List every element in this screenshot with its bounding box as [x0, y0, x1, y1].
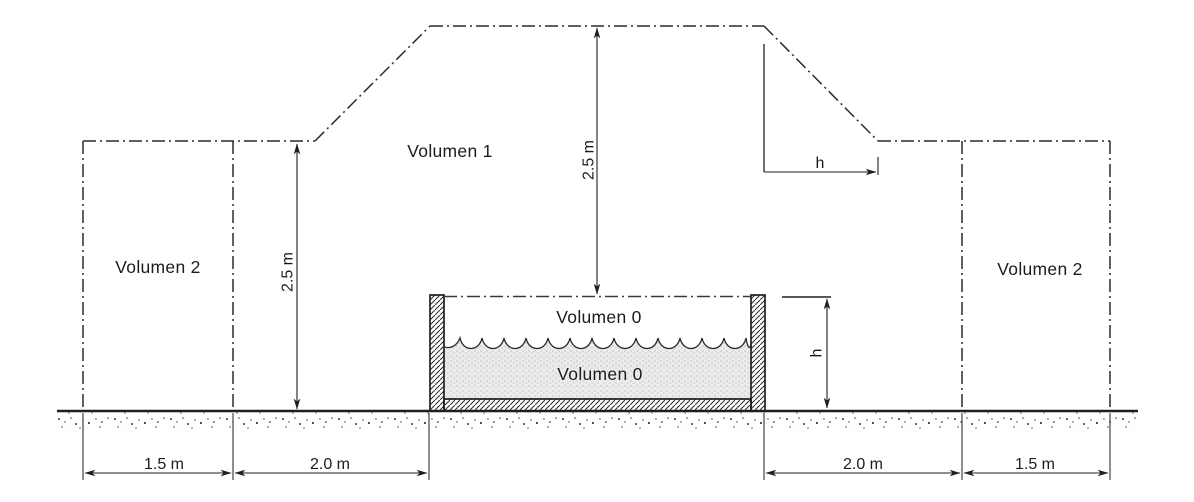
zone-boundaries — [82, 25, 1111, 411]
dim-label-bottom-right-2_0m: 2.0 m — [843, 456, 883, 473]
label-volumen-0-vapor: Volumen 0 — [556, 307, 641, 327]
ground-soil-texture — [58, 412, 1136, 429]
liquid-surface-line — [444, 335, 752, 350]
dim-label-left-2_5m: 2.5 m — [280, 252, 297, 292]
dim-label-bottom-left-1_5m: 1.5 m — [144, 456, 184, 473]
tank-right-wall — [750, 294, 766, 412]
dimension-lines — [82, 27, 1111, 480]
liquid-body — [445, 338, 751, 400]
tank-left-wall — [429, 294, 445, 412]
dim-extension-lines — [82, 413, 1111, 480]
zone1-right-slope-boundary — [763, 25, 879, 142]
label-volumen-1: Volumen 1 — [407, 141, 492, 161]
dim-label-slope-run-h: h — [816, 155, 825, 172]
label-volumen-0-liquid: Volumen 0 — [557, 364, 642, 384]
dim-label-bottom-left-2_0m: 2.0 m — [310, 456, 350, 473]
tank-bottom — [443, 398, 752, 412]
dim-label-center-2_5m: 2.5 m — [581, 140, 598, 180]
dim-label-bottom-right-1_5m: 1.5 m — [1015, 456, 1055, 473]
label-volumen-2-right: Volumen 2 — [997, 259, 1082, 279]
tank-shell — [429, 294, 766, 412]
zone1-left-slope-boundary — [314, 25, 431, 142]
label-volumen-2-left: Volumen 2 — [115, 257, 200, 277]
dim-label-tank-height-h: h — [809, 349, 826, 358]
